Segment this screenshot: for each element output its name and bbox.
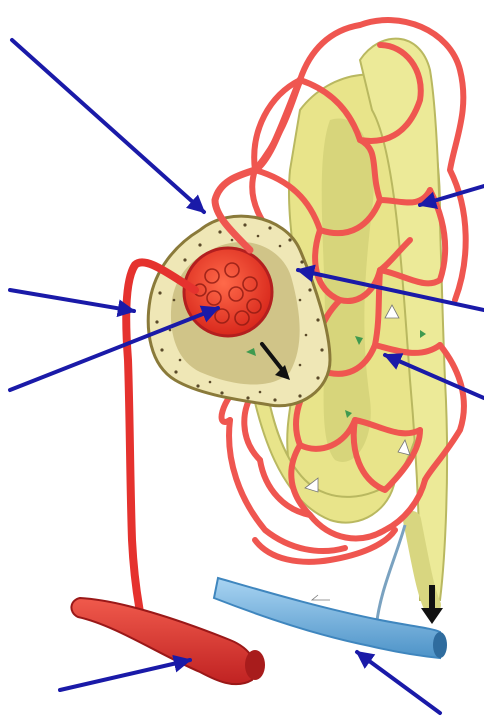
pointer-arrow-renal-artery xyxy=(60,660,190,690)
pointer-arrow-renal-vein xyxy=(357,652,440,713)
renal-vein-branch xyxy=(214,578,447,658)
collecting-duct xyxy=(376,520,432,628)
pointer-arrow-efferent xyxy=(12,40,204,212)
renal-artery-branch xyxy=(71,598,265,684)
pointer-arrow-afferent xyxy=(10,290,134,311)
